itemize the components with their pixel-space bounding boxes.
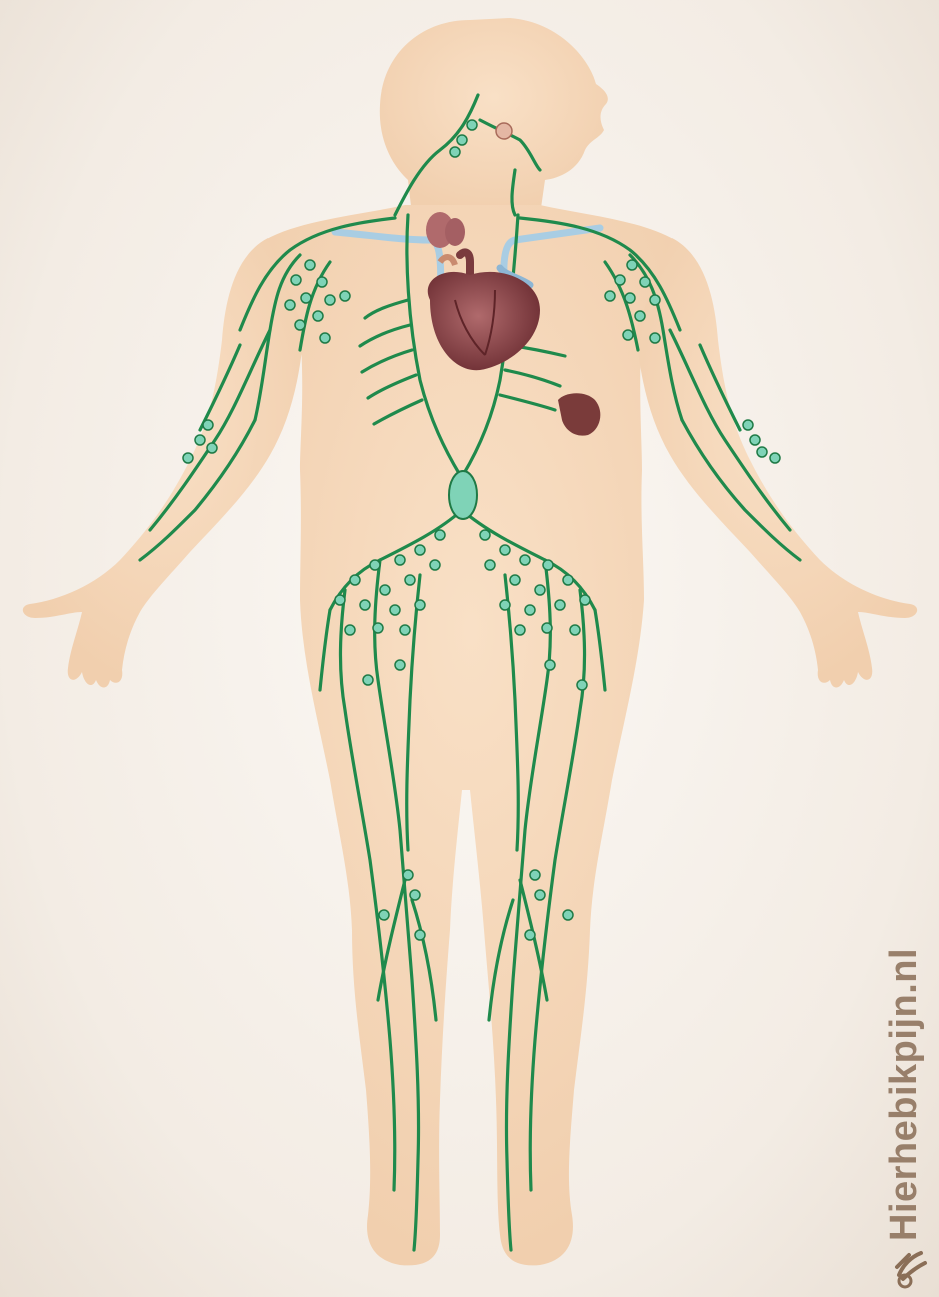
lymph-node-icon — [635, 311, 645, 321]
lymph-node-icon — [650, 333, 660, 343]
lymph-node-icon — [301, 293, 311, 303]
lymph-node-icon — [500, 600, 510, 610]
lymph-node-icon — [340, 291, 350, 301]
lymph-node-icon — [430, 560, 440, 570]
lymph-node-icon — [650, 295, 660, 305]
lymph-node-icon — [525, 605, 535, 615]
lymph-node-icon — [320, 333, 330, 343]
lymph-node-icon — [467, 120, 477, 130]
lymph-node-icon — [207, 443, 217, 453]
head — [380, 18, 608, 215]
lymph-node-icon — [570, 625, 580, 635]
lymph-node-icon — [577, 680, 587, 690]
lymph-node-icon — [395, 555, 405, 565]
lymph-node-icon — [623, 330, 633, 340]
lymph-node-icon — [543, 560, 553, 570]
lymph-node-icon — [500, 545, 510, 555]
lymph-node-icon — [535, 585, 545, 595]
lymph-node-icon — [435, 530, 445, 540]
lymph-node-icon — [496, 123, 512, 139]
body-silhouette — [23, 18, 917, 1265]
lymph-node-icon — [403, 870, 413, 880]
lymph-node-icon — [450, 147, 460, 157]
lymph-node-icon — [183, 453, 193, 463]
lymph-node-icon — [317, 277, 327, 287]
lymph-node-icon — [480, 530, 490, 540]
lymph-node-icon — [195, 435, 205, 445]
lymph-node-icon — [410, 890, 420, 900]
hand-logo-icon — [889, 1245, 935, 1291]
lymph-node-icon — [580, 595, 590, 605]
lymph-node-icon — [743, 420, 753, 430]
lymph-node-icon — [563, 575, 573, 585]
lymph-node-icon — [360, 600, 370, 610]
lymph-node-icon — [415, 930, 425, 940]
lymph-node-icon — [520, 555, 530, 565]
lymph-node-icon — [203, 420, 213, 430]
lymph-node-icon — [380, 585, 390, 595]
lymph-node-icon — [530, 870, 540, 880]
lymph-node-icon — [757, 447, 767, 457]
lymph-node-icon — [625, 293, 635, 303]
lymph-node-icon — [485, 560, 495, 570]
lymph-node-icon — [295, 320, 305, 330]
lymph-node-icon — [525, 930, 535, 940]
lymph-node-icon — [405, 575, 415, 585]
lymph-node-icon — [545, 660, 555, 670]
lymph-node-icon — [373, 623, 383, 633]
lymph-node-icon — [350, 575, 360, 585]
lymph-node-icon — [457, 135, 467, 145]
lymph-node-icon — [770, 453, 780, 463]
lymph-node-icon — [395, 660, 405, 670]
lymph-node-icon — [542, 623, 552, 633]
lymph-node-icon — [555, 600, 565, 610]
lymph-node-icon — [415, 600, 425, 610]
watermark: Hierhebikpijn.nl — [883, 911, 939, 1291]
lymph-node-icon — [535, 890, 545, 900]
lymph-node-icon — [390, 605, 400, 615]
lymph-node-icon — [615, 275, 625, 285]
lymph-node-icon — [379, 910, 389, 920]
lymph-node-icon — [605, 291, 615, 301]
lymph-node-icon — [285, 300, 295, 310]
lymph-node-icon — [325, 295, 335, 305]
lymph-node-icon — [335, 595, 345, 605]
lymph-node-icon — [363, 675, 373, 685]
lymph-node-icon — [370, 560, 380, 570]
lymph-node-icon — [291, 275, 301, 285]
lymph-node-icon — [305, 260, 315, 270]
lymph-node-icon — [627, 260, 637, 270]
cisterna-chyli — [449, 471, 477, 519]
lymph-node-icon — [400, 625, 410, 635]
left-arm — [23, 238, 304, 688]
lymph-node-icon — [515, 625, 525, 635]
lymph-node-icon — [563, 910, 573, 920]
lymph-node-icon — [510, 575, 520, 585]
lymph-node-icon — [750, 435, 760, 445]
lymph-node-icon — [345, 625, 355, 635]
lymph-node-icon — [640, 277, 650, 287]
lymph-node-icon — [313, 311, 323, 321]
lymph-node-icon — [415, 545, 425, 555]
watermark-text: Hierhebikpijn.nl — [883, 911, 939, 1241]
